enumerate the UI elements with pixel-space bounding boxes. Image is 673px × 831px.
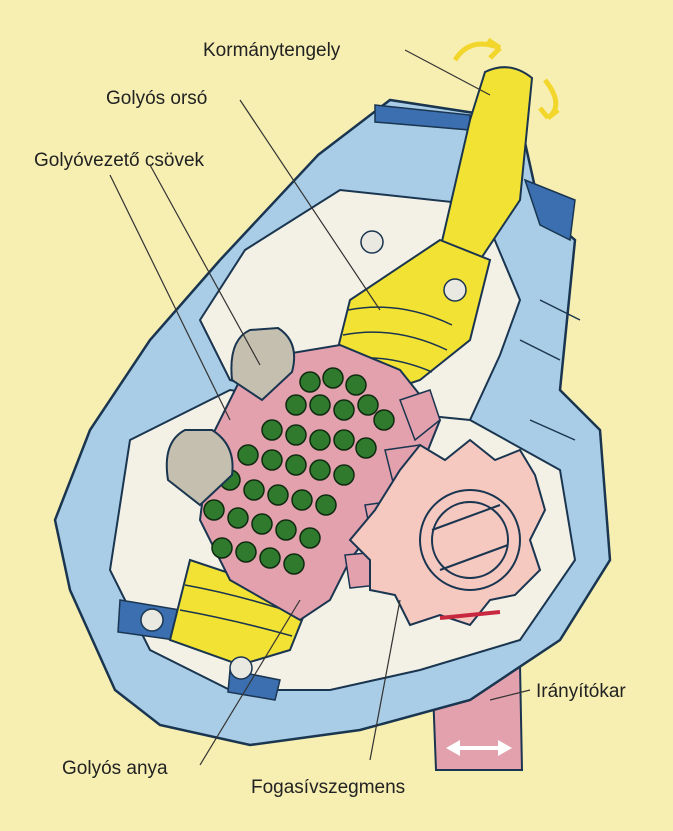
label-ball-screw: Golyós orsó bbox=[106, 88, 207, 109]
label-ball-guide-tubes: Golyóvezető csövek bbox=[34, 150, 205, 171]
recirculating-balls bbox=[203, 367, 395, 575]
label-steering-arm: Irányítókar bbox=[536, 681, 626, 702]
label-gear-segment: Fogasívszegmens bbox=[251, 777, 405, 798]
double-arrow-icon bbox=[446, 740, 512, 756]
label-ball-nut: Golyós anya bbox=[62, 758, 168, 779]
alignment-mark bbox=[439, 610, 501, 620]
label-steering-shaft: Kormánytengely bbox=[203, 40, 341, 61]
rotation-arrow-icon bbox=[452, 37, 560, 120]
bearing-balls bbox=[140, 230, 467, 680]
leader-lines bbox=[109, 49, 531, 766]
ball-guide-tubes bbox=[165, 326, 296, 507]
gear-segment bbox=[348, 438, 547, 627]
